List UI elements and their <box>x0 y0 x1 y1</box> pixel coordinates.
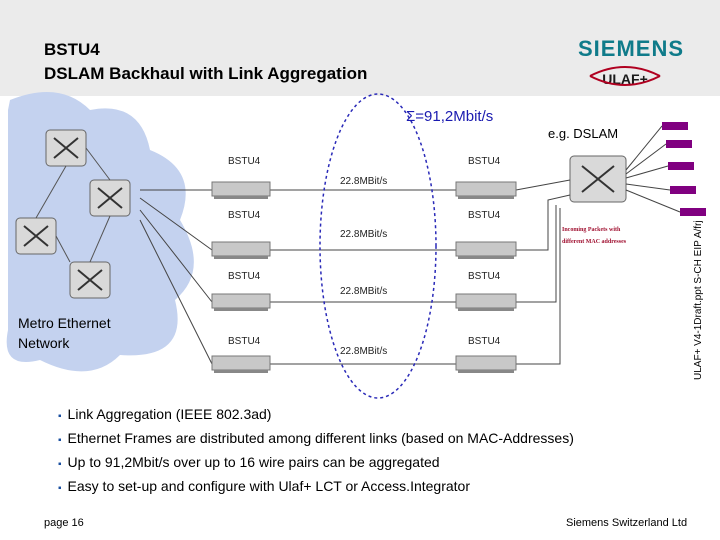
bstu4-modem-icon <box>211 241 271 259</box>
switch-icon <box>89 179 131 217</box>
siemens-logo: SIEMENS <box>578 36 685 61</box>
link-left-label: BSTU4 <box>228 210 261 221</box>
link-rate-label: 22.8MBit/s <box>340 176 388 187</box>
port-icon <box>670 186 696 194</box>
company-name: Siemens Switzerland Ltd <box>566 517 688 529</box>
incoming-line-2: different MAC addresses <box>562 239 627 245</box>
ulaf-logo-text: ULAF+ <box>602 71 648 87</box>
link-right-label: BSTU4 <box>468 336 501 347</box>
dslam-switch-icon <box>569 155 627 203</box>
bstu4-modem-icon <box>455 241 517 259</box>
bstu4-modem-icon <box>455 355 517 373</box>
ulaf-logo: ULAF+ <box>588 64 662 88</box>
port-icon <box>680 208 706 216</box>
port-icon <box>666 140 692 148</box>
bullet-item: Link Aggregation (IEEE 802.3ad) <box>58 402 574 426</box>
metro-line-2: Network <box>18 335 70 351</box>
aggregation-oval <box>319 93 437 399</box>
bullet-item: Easy to set-up and configure with Ulaf+ … <box>58 474 574 498</box>
port-icon <box>662 122 688 130</box>
port-icon <box>668 162 694 170</box>
dslam-label: e.g. DSLAM <box>548 126 619 141</box>
title-line-1: BSTU4 <box>44 40 100 59</box>
switch-icon <box>15 217 57 255</box>
bstu4-modem-icon <box>211 355 271 373</box>
link-left-label: BSTU4 <box>228 156 261 167</box>
link-rate-label: 22.8MBit/s <box>340 229 388 240</box>
switch-icon <box>45 129 87 167</box>
title-line-2: DSLAM Backhaul with Link Aggregation <box>44 64 368 83</box>
bullet-item: Ethernet Frames are distributed among di… <box>58 426 574 450</box>
switch-icon <box>69 261 111 299</box>
link-right-label: BSTU4 <box>468 156 501 167</box>
metro-line-1: Metro Ethernet <box>18 315 111 331</box>
side-label: ULAF+ V4-1Draft.ppt S-CH EIP A/frj <box>693 220 704 380</box>
page-number: page 16 <box>44 517 84 529</box>
link-left-label: BSTU4 <box>228 336 261 347</box>
link-right-label: BSTU4 <box>468 271 501 282</box>
bullet-item: Up to 91,2Mbit/s over up to 16 wire pair… <box>58 450 574 474</box>
slide-title: BSTU4 DSLAM Backhaul with Link Aggregati… <box>44 38 367 86</box>
link-right-label: BSTU4 <box>468 210 501 221</box>
link-left-label: BSTU4 <box>228 271 261 282</box>
metro-ethernet-label: Metro Ethernet Network <box>18 313 111 353</box>
bstu4-modem-icon <box>211 293 271 311</box>
link-rate-label: 22.8MBit/s <box>340 346 388 357</box>
bstu4-modem-icon <box>455 181 517 199</box>
link-rate-label: 22.8MBit/s <box>340 286 388 297</box>
incoming-packets-label: Incoming Packets with different MAC addr… <box>562 224 626 248</box>
bstu4-modem-icon <box>455 293 517 311</box>
incoming-line-1: Incoming Packets with <box>562 227 621 233</box>
bullet-list: Link Aggregation (IEEE 802.3ad) Ethernet… <box>58 402 574 498</box>
sum-rate-label: Σ=91,2Mbit/s <box>406 108 494 125</box>
bstu4-modem-icon <box>211 181 271 199</box>
